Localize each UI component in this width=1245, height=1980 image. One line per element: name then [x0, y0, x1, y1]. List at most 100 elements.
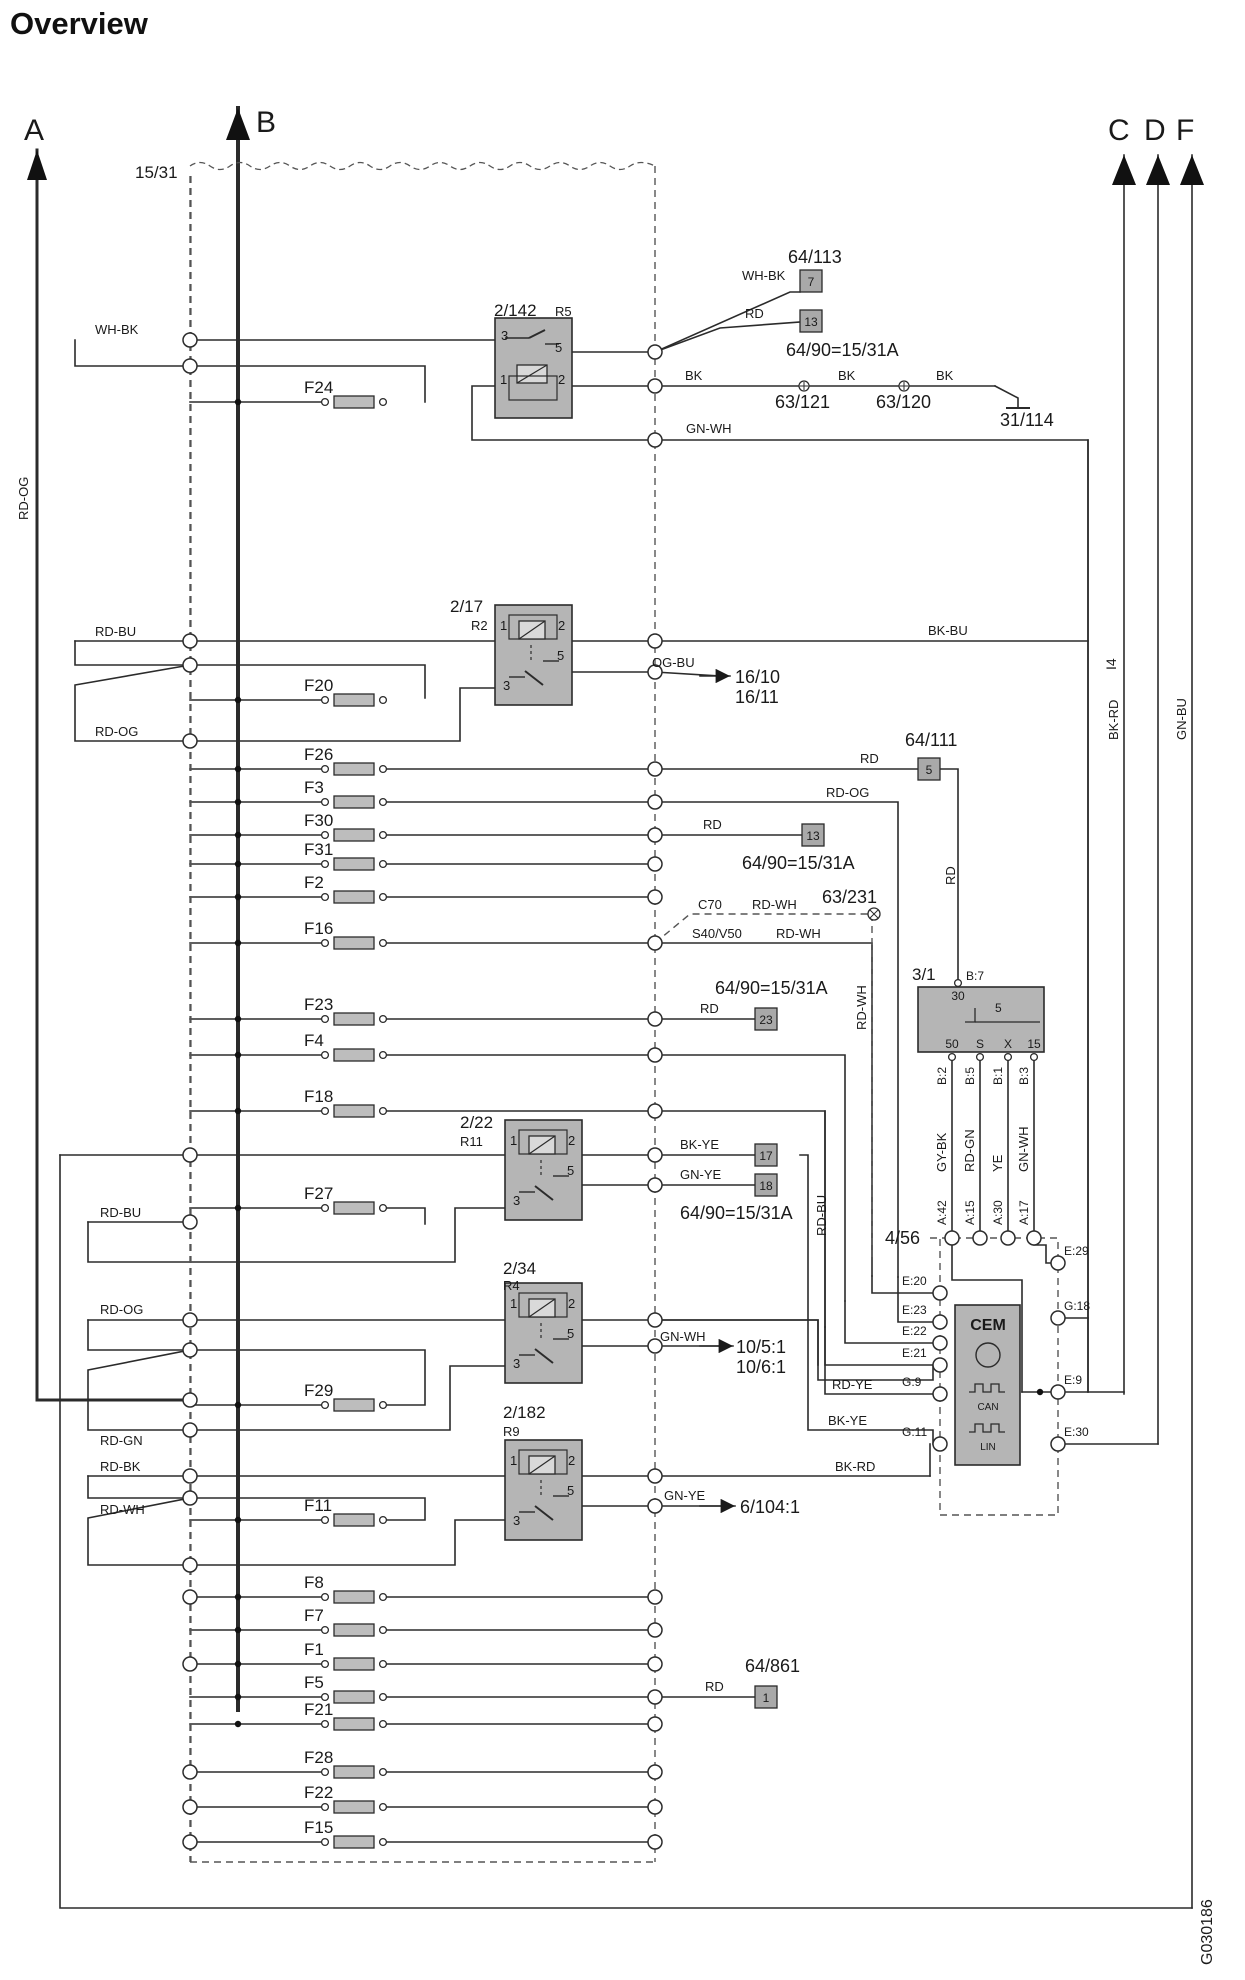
relay-id-2-17: 2/17	[450, 597, 483, 616]
cem-pin: E:20	[902, 1274, 927, 1288]
wire-label: RD-BK	[100, 1459, 141, 1474]
terminal-ring	[320, 1719, 330, 1729]
wire-label: GY-BK	[934, 1132, 949, 1172]
connection-node	[647, 794, 663, 810]
fuse-f24	[333, 395, 375, 409]
fuse-f26	[333, 762, 375, 776]
cem-pin: G:18	[1064, 1299, 1090, 1313]
relay-coil-mark	[528, 1298, 556, 1318]
relay-pin: 3	[513, 1513, 520, 1528]
arrow-b-head	[226, 108, 250, 140]
can-wave-icon	[969, 1383, 1005, 1393]
terminal-ring	[378, 1014, 388, 1024]
relay-name-r9: R9	[503, 1424, 520, 1439]
starter-pin: X	[1004, 1037, 1012, 1051]
wire	[74, 664, 191, 742]
terminal-ring	[320, 1659, 330, 1669]
connection-node	[647, 1103, 663, 1119]
wire-label: RD-OG	[100, 1302, 143, 1317]
cem-pin: A:17	[1017, 1200, 1031, 1225]
terminal-ring	[320, 1767, 330, 1777]
terminal-ring	[320, 1014, 330, 1024]
terminal-ring	[1003, 1052, 1013, 1062]
starter-pin: B:7	[966, 969, 984, 983]
wire	[897, 1276, 934, 1323]
wire-label: RD-GN	[962, 1129, 977, 1172]
junction-dot	[234, 1107, 242, 1115]
junction-dot	[234, 1693, 242, 1701]
connector-17-pin: 17	[759, 1149, 773, 1163]
fuse-f23	[333, 1012, 375, 1026]
wire-label: OG-BU	[652, 655, 695, 670]
fuse-f22	[333, 1800, 375, 1814]
terminal-ring	[320, 1625, 330, 1635]
connection-node	[647, 378, 663, 394]
wire	[382, 1207, 426, 1225]
wire	[189, 1365, 511, 1431]
cem-pin-node	[972, 1230, 988, 1246]
terminal-ring	[378, 1106, 388, 1116]
wire-label: RD-WH	[854, 985, 869, 1030]
terminal-ring	[378, 695, 388, 705]
starter-pin: 15	[1027, 1037, 1041, 1051]
ref-63-231: 63/231	[822, 887, 877, 907]
wire	[74, 640, 191, 666]
terminal-ring	[975, 1052, 985, 1062]
junction-dot	[234, 831, 242, 839]
relay-coil-mark	[528, 1455, 556, 1475]
arrow-c-head	[1112, 155, 1136, 185]
fuse-label-f27: F27	[304, 1184, 333, 1203]
relay-pin: 5	[555, 340, 562, 355]
terminal-ring	[320, 1515, 330, 1525]
wire	[87, 1349, 191, 1431]
fuse-label-f8: F8	[304, 1573, 324, 1592]
relay-pin: 3	[501, 328, 508, 343]
relay-pin: 2	[568, 1133, 575, 1148]
ref-10-6-1: 10/6:1	[736, 1357, 786, 1377]
connection-node	[182, 1589, 198, 1605]
ref-64-111: 64/111	[905, 730, 957, 750]
ref-10-5-1: 10/5:1	[736, 1337, 786, 1357]
connection-node	[647, 1834, 663, 1850]
fuse-label-f1: F1	[304, 1640, 324, 1659]
connection-node	[647, 827, 663, 843]
junction-dot	[234, 1204, 242, 1212]
connection-node	[647, 1764, 663, 1780]
relay-pin: 2	[558, 618, 565, 633]
cem-lin-label: LIN	[980, 1442, 996, 1453]
relay-coil-mark	[518, 620, 546, 640]
starter-pin: B:1	[991, 1067, 1005, 1085]
wire-label: RD-YE	[832, 1377, 873, 1392]
fuse-label-f24: F24	[304, 378, 333, 397]
cem-pin-node	[1026, 1230, 1042, 1246]
terminal-ring	[378, 1837, 388, 1847]
wire-label: RD-WH	[752, 897, 797, 912]
relay-diode-loop	[508, 375, 558, 401]
connection-node	[647, 1498, 663, 1514]
connection-node	[932, 1436, 948, 1452]
connection-node	[182, 358, 198, 374]
fuse-label-f31: F31	[304, 840, 333, 859]
terminal-ring	[320, 797, 330, 807]
fuse-label-f20: F20	[304, 676, 333, 695]
ref-6-104-1: 6/104:1	[740, 1497, 800, 1517]
relay-switch-blade	[534, 1348, 554, 1364]
fuse-f21	[333, 1717, 375, 1731]
connection-node	[647, 664, 663, 680]
connection-node	[932, 1386, 948, 1402]
terminal-ring	[953, 978, 963, 988]
connection-node	[647, 344, 663, 360]
wire-label: RD	[705, 1679, 724, 1694]
junction-dot	[234, 696, 242, 704]
relay-pin: 1	[510, 1453, 517, 1468]
junction-dot	[234, 939, 242, 947]
connection-node	[182, 1799, 198, 1815]
connector-5	[917, 757, 941, 781]
connection-node	[182, 1834, 198, 1850]
fuse-f28	[333, 1765, 375, 1779]
connection-node	[932, 1314, 948, 1330]
wire	[993, 384, 1019, 409]
wire	[382, 1054, 846, 1302]
terminal-ring	[378, 859, 388, 869]
fuse-f30	[333, 828, 375, 842]
